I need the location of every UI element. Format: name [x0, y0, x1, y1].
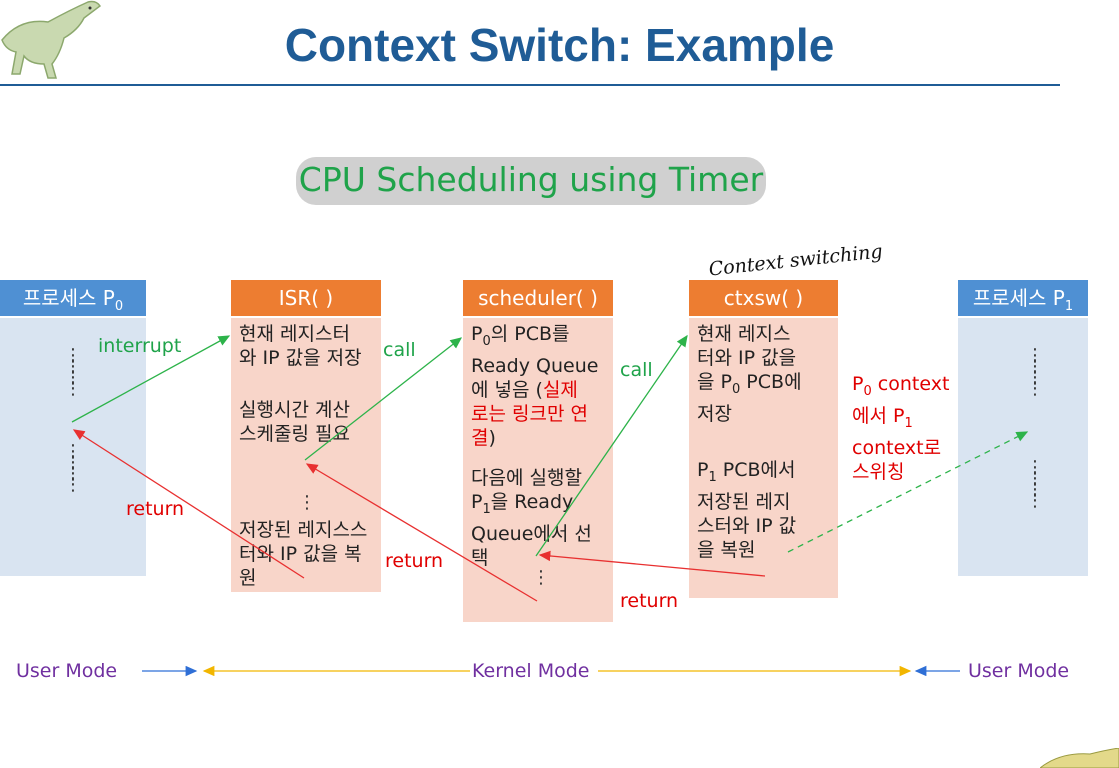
scheduler-p0-sub: 0: [482, 333, 491, 349]
scheduler-step1: P0의 PCB를 Ready Queue 에 넣음 (실제 로는 링크만 연 결…: [471, 323, 599, 449]
label-interrupt: interrupt: [98, 335, 182, 357]
arrow-interrupt: [71, 335, 231, 423]
scheduler-step1-note: 실제 로는 링크만 연 결: [471, 378, 588, 449]
ctx-note-p0: P: [852, 373, 864, 395]
arrow-return-isr: [305, 463, 538, 602]
scheduler-p1-sub: 1: [482, 501, 491, 517]
ctxsw-step2-text: PCB에서 저장된 레지 스터와 IP 값 을 복원: [697, 459, 797, 561]
ctx-note-p0-sub: 0: [863, 383, 872, 399]
ctxsw-p1-sub: 1: [708, 469, 717, 485]
label-call-2: call: [620, 359, 653, 381]
scheduler-step1-text: 의 PCB를 Ready Queue 에 넣음 (: [471, 323, 599, 401]
label-call-1: call: [383, 339, 416, 361]
process-p1-sub: 1: [1064, 299, 1074, 314]
ctx-note-context: context: [871, 373, 950, 395]
ctxsw-step2-pre: P: [697, 459, 709, 481]
mode-user-left: User Mode: [16, 660, 118, 682]
ctxsw-step1-pre: 현재 레지스 터와 IP 값을 을 P: [697, 323, 797, 393]
arrow-return-p0: [72, 429, 305, 579]
ctxsw-step2: P1 PCB에서 저장된 레지 스터와 IP 값 을 복원: [697, 458, 796, 562]
ctxsw-body: [689, 318, 838, 598]
dinosaur-logo: [1, 0, 102, 79]
process-p0-body: [0, 318, 146, 576]
ctx-note-p1-sub: 1: [904, 415, 913, 431]
arrow-return-scheduler: [538, 550, 766, 577]
label-return-2: return: [385, 550, 444, 572]
mode-kernel: Kernel Mode: [472, 660, 590, 682]
scheduler-step2: 다음에 실행할 P1을 Ready Queue에서 선 택: [471, 466, 592, 570]
isr-step1: 현재 레지스터 와 IP 값을 저장: [239, 323, 362, 369]
ctx-note-switch: context로 스위칭: [852, 436, 942, 483]
ctxsw-step1: 현재 레지스 터와 IP 값을 을 P0 PCB에 저장: [697, 322, 802, 426]
ctx-note-from: 에서 P: [852, 404, 905, 427]
title-divider: [0, 84, 1060, 86]
page-title: Context Switch: Example: [284, 19, 835, 71]
process-p1-body: [958, 318, 1088, 576]
process-p1-label: 프로세스 P: [972, 286, 1065, 310]
arrow-call-ctxsw: [535, 334, 688, 557]
label-return-1: return: [126, 498, 185, 520]
process-p0-label: 프로세스 P: [22, 286, 115, 310]
mode-user-right: User Mode: [968, 660, 1070, 682]
process-p1-header: 프로세스 P1: [958, 280, 1088, 316]
isr-step3: 저장된 레지스스 터와 IP 값을 복 원: [239, 519, 368, 589]
scheduler-step2-pre: 다음에 실행할 P: [471, 467, 582, 513]
ctxsw-header: ctxsw( ): [689, 280, 838, 316]
scheduler-step2-text: 을 Ready Queue에서 선 택: [471, 491, 592, 569]
arrow-context-switch: [787, 431, 1029, 553]
ctxsw-step1-text: PCB에 저장: [697, 371, 802, 425]
dinosaur-logo-bottom: [1040, 748, 1119, 768]
subtitle-highlight: [296, 157, 766, 205]
page-subtitle: CPU Scheduling using Timer: [298, 160, 764, 199]
handwritten-note: Context switching: [708, 240, 884, 277]
arrow-call-scheduler: [304, 337, 463, 461]
context-switch-note: P0 context 에서 P1 context로 스위칭: [852, 372, 949, 484]
process-p0-header: 프로세스 P0: [0, 280, 146, 316]
scheduler-header: scheduler( ): [463, 280, 613, 316]
label-return-3: return: [620, 590, 679, 612]
ctxsw-p0-sub: 0: [731, 381, 741, 397]
scheduler-step1-end: ): [488, 426, 496, 449]
isr-body: [231, 318, 381, 592]
process-p0-sub: 0: [114, 299, 124, 314]
isr-header: ISR( ): [231, 280, 381, 316]
isr-step2: 실행시간 계산 스케줄링 필요: [239, 399, 350, 445]
